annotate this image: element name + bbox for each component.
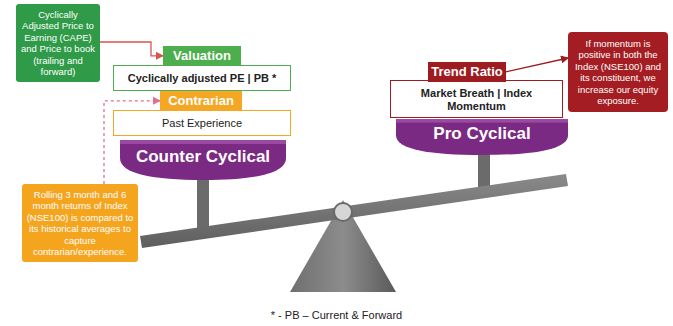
node-text: Pro Cyclical xyxy=(433,124,530,144)
header-tab: Valuation xyxy=(163,46,241,66)
footnote-caption: * - PB – Current & Forward xyxy=(0,309,673,321)
scale-pan: Pro Cyclical xyxy=(396,119,568,155)
pan-rim xyxy=(120,140,286,144)
node-text: Cyclically adjusted PE | PB * xyxy=(128,72,277,85)
pan-fill xyxy=(396,119,568,155)
node-text: Trend Ratio xyxy=(431,64,503,80)
note-callout: Rolling 3 month and 6 month returns of I… xyxy=(22,184,138,262)
header-tab: Trend Ratio xyxy=(428,62,506,82)
node-text: Contrarian xyxy=(168,93,234,109)
leader-connector xyxy=(100,42,163,56)
note-callout: If momentum is positive in both the Inde… xyxy=(568,32,668,112)
node-text: Market Breath | Index Momentum xyxy=(397,87,556,113)
header-tab: Contrarian xyxy=(160,91,242,111)
node-text: Past Experience xyxy=(162,117,242,130)
node-text: Rolling 3 month and 6 month returns of I… xyxy=(26,189,134,257)
leader-connector xyxy=(506,58,568,72)
pivot xyxy=(334,203,352,221)
node-text: Counter Cyclical xyxy=(136,147,270,167)
content-box: Market Breath | Index Momentum xyxy=(390,80,563,118)
note-callout: Cyclically Adjusted Price to Earning (CA… xyxy=(16,4,100,82)
pan-rim xyxy=(396,119,568,123)
beam xyxy=(140,174,568,248)
node-text: If momentum is positive in both the Inde… xyxy=(572,38,664,106)
pan-fill xyxy=(120,140,286,180)
node-text: Valuation xyxy=(173,48,231,64)
content-box: Past Experience xyxy=(113,110,291,136)
scale-pan: Counter Cyclical xyxy=(120,140,286,180)
content-box: Cyclically adjusted PE | PB * xyxy=(113,65,291,91)
node-text: Cyclically Adjusted Price to Earning (CA… xyxy=(19,9,97,77)
